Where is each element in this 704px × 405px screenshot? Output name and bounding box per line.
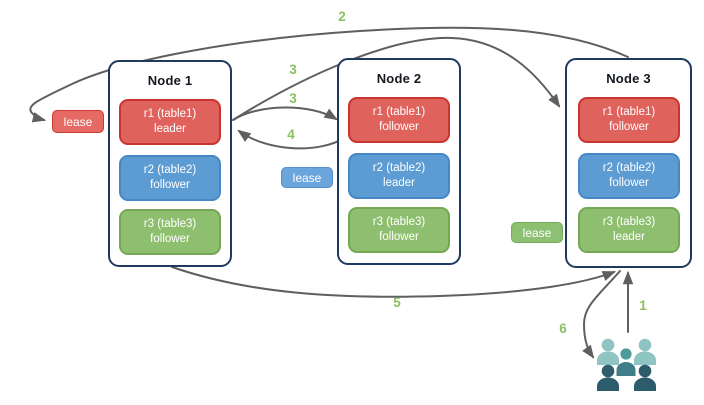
step-label-3b: 3: [289, 91, 297, 106]
step-label-4: 4: [287, 127, 295, 142]
node-1: Node 1 r1 (table1) leader r2 (table2) fo…: [108, 60, 232, 267]
node-2-replica-r3: r3 (table3) follower: [348, 207, 450, 253]
node-3: Node 3 r1 (table1) follower r2 (table2) …: [565, 58, 692, 268]
node-2-replica-r2: r2 (table2) leader: [348, 153, 450, 199]
replica-name: r2 (table2): [602, 162, 656, 175]
replica-name: r3 (table3): [372, 216, 426, 229]
replica-role: follower: [609, 177, 649, 189]
step-label-5: 5: [393, 295, 401, 310]
replica-role: leader: [383, 177, 415, 189]
replica-role: leader: [154, 123, 186, 135]
replica-role: leader: [613, 231, 645, 243]
replica-name: r1 (table1): [602, 106, 656, 119]
node-3-title: Node 3: [606, 71, 651, 86]
step-label-6: 6: [559, 321, 567, 336]
lease-badge-table2: lease: [281, 167, 333, 188]
node-3-replica-r3: r3 (table3) leader: [578, 207, 680, 253]
users-icon: [597, 338, 656, 391]
arrow-step4-node2-to-node1: [237, 129, 347, 150]
step-label-2: 2: [338, 9, 346, 24]
replica-role: follower: [150, 179, 190, 191]
node-3-replica-r1: r1 (table1) follower: [578, 97, 680, 143]
replica-name: r3 (table3): [602, 216, 656, 229]
node-2-title: Node 2: [376, 71, 422, 86]
replica-role: follower: [379, 231, 419, 243]
step-label-1: 1: [639, 298, 647, 313]
replica-name: r1 (table1): [372, 106, 426, 119]
replica-name: r3 (table3): [143, 218, 197, 231]
node-3-replica-r2: r2 (table2) follower: [578, 153, 680, 199]
replica-role: follower: [150, 233, 190, 245]
node-2-replica-r1: r1 (table1) follower: [348, 97, 450, 143]
replica-role: follower: [379, 121, 419, 133]
node-2: Node 2 r1 (table1) follower r2 (table2) …: [337, 58, 461, 265]
arrow-step3-node1-to-node2: [232, 106, 338, 121]
replica-name: r1 (table1): [143, 108, 197, 121]
arrow-step6-node3-to-users: [582, 270, 621, 359]
arrow-step2-node3-to-lease1: [29, 26, 629, 123]
node-1-title: Node 1: [147, 73, 193, 88]
node-1-replica-r1: r1 (table1) leader: [119, 99, 221, 145]
lease-badge-table1: lease: [52, 110, 104, 133]
arrow-step3-node1-to-node3: [232, 36, 561, 121]
step-label-3a: 3: [289, 62, 297, 77]
arrow-step5-node1-to-node3: [171, 266, 617, 298]
replica-name: r2 (table2): [372, 162, 426, 175]
replica-name: r2 (table2): [143, 164, 197, 177]
replica-role: follower: [609, 121, 649, 133]
node-1-replica-r2: r2 (table2) follower: [119, 155, 221, 201]
lease-badge-table3: lease: [511, 222, 563, 243]
node-1-replica-r3: r3 (table3) follower: [119, 209, 221, 255]
